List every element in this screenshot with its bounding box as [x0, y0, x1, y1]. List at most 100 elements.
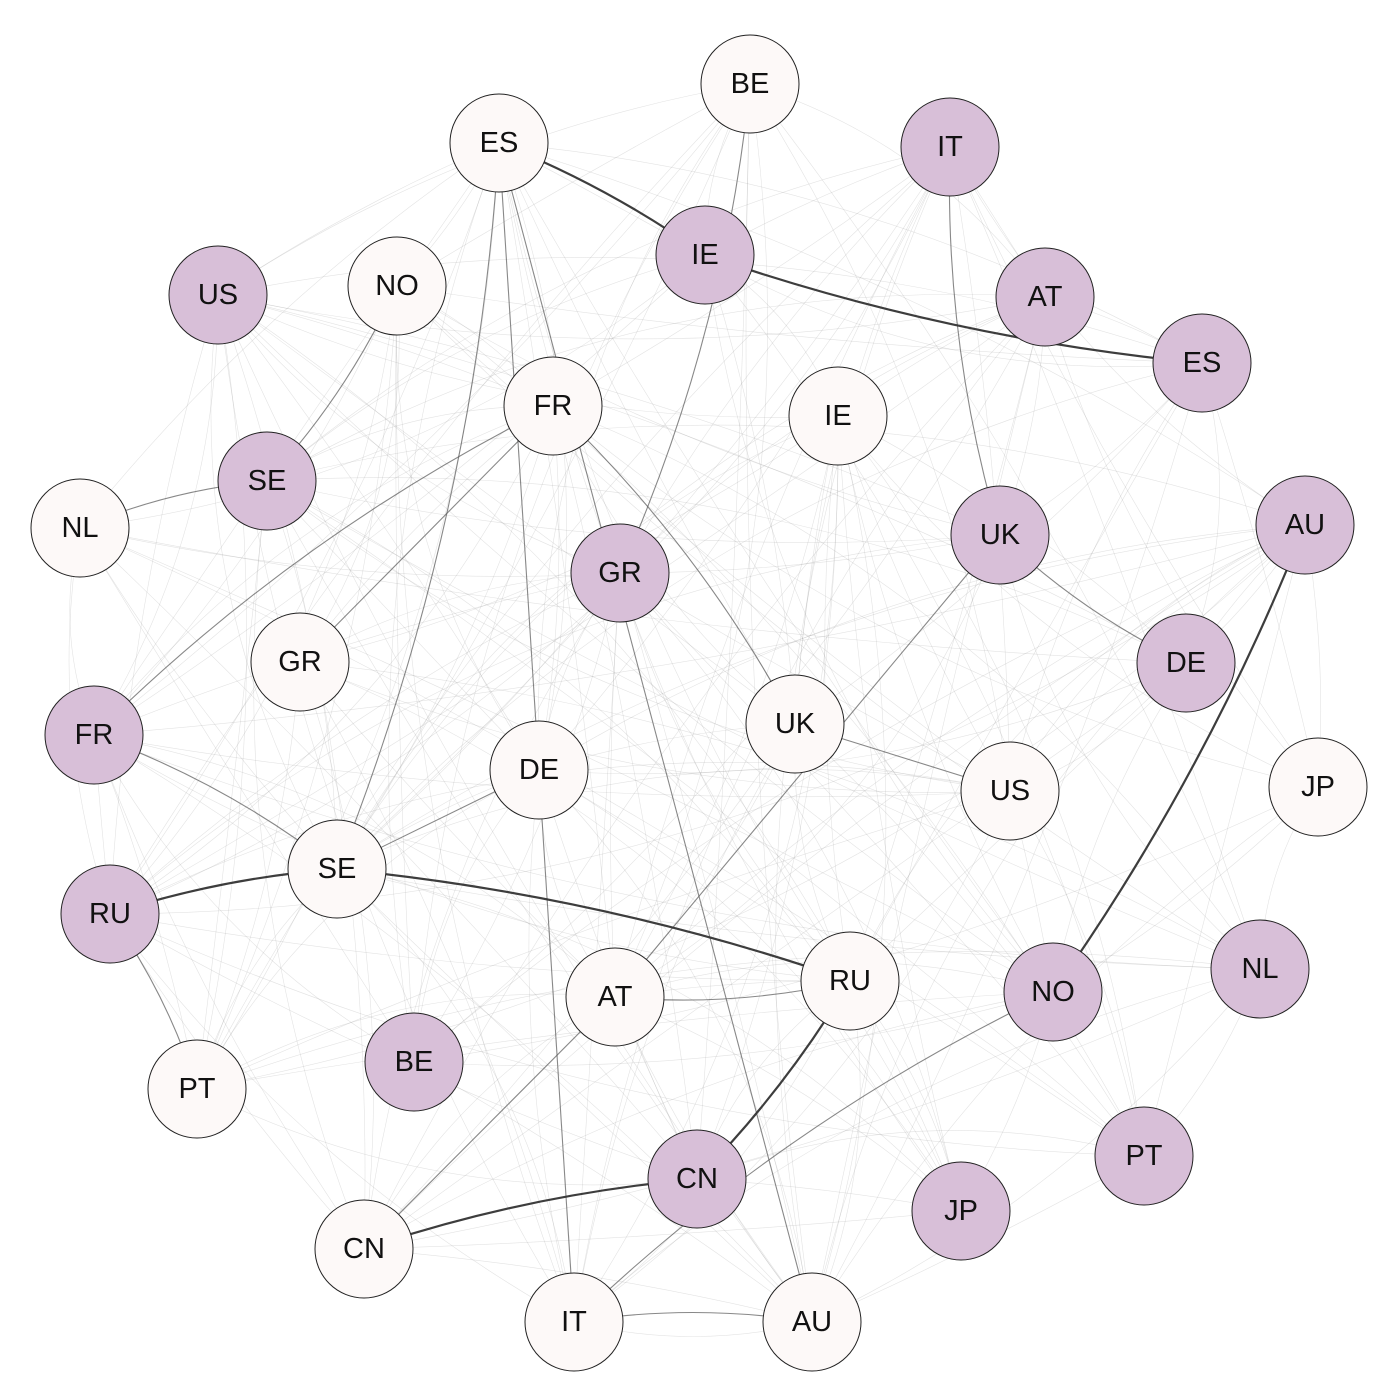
node-label: NL [1241, 953, 1278, 985]
edge [949, 146, 1319, 788]
edge [196, 480, 268, 1090]
edge [196, 951, 1261, 1090]
edge [498, 142, 1054, 993]
edge [837, 415, 1054, 993]
edge [336, 868, 575, 1323]
node-circle [647, 1129, 747, 1229]
edge [999, 534, 1261, 970]
edge [336, 868, 1261, 970]
edge [93, 142, 500, 736]
edge [396, 83, 751, 287]
node-label: AU [792, 1306, 832, 1338]
node-label: FR [75, 719, 114, 751]
node-circle [147, 1039, 247, 1139]
edge [619, 572, 851, 982]
edge [79, 254, 706, 529]
edge [299, 661, 962, 1212]
node-a-IE: IE [788, 366, 888, 466]
edge [336, 524, 1306, 870]
node-a-GR: GR [250, 612, 350, 712]
edge [363, 524, 1306, 1250]
edge [573, 968, 1261, 1323]
node-a-JP: JP [1268, 737, 1368, 837]
edge [109, 913, 851, 982]
edge [93, 83, 751, 736]
edge-mid [498, 142, 813, 1323]
node-label: AT [1028, 281, 1063, 313]
node-circle [655, 205, 755, 305]
edge [395, 285, 575, 1323]
edge [811, 296, 1046, 1323]
edge [413, 991, 1054, 1066]
edge [93, 524, 1306, 736]
edge [266, 480, 1011, 792]
edge [109, 294, 219, 915]
node-b-RU: RU [60, 864, 160, 964]
edge [217, 294, 1001, 536]
edge [395, 285, 415, 1063]
node-b-FR: FR [44, 685, 144, 785]
edge [109, 572, 621, 915]
edge-mid [619, 83, 751, 574]
edge [79, 527, 621, 577]
node-label: IE [824, 400, 851, 432]
edge [217, 294, 796, 725]
edge [837, 415, 1011, 792]
edge [413, 1061, 813, 1323]
edge [217, 294, 1187, 664]
node-a-FR: FR [503, 356, 603, 456]
node-label: JP [944, 1195, 978, 1227]
edge [196, 993, 616, 1090]
node-label: SE [248, 465, 287, 497]
edge [93, 734, 851, 982]
node-circle [347, 236, 447, 336]
node-label: US [198, 279, 238, 311]
edge [109, 913, 575, 1323]
edge [949, 146, 1261, 970]
node-a-AU: AU [762, 1272, 862, 1372]
edge [299, 661, 616, 998]
node-circle [1136, 613, 1236, 713]
edge [336, 572, 621, 870]
edge [336, 362, 1203, 870]
edge [109, 285, 398, 915]
edge [109, 913, 1145, 1157]
edge [696, 1130, 1145, 1180]
edge [837, 415, 962, 1212]
edge-mid [93, 405, 554, 736]
edge [552, 405, 1261, 970]
edge [949, 146, 1306, 526]
edge [498, 142, 796, 725]
node-label: BE [395, 1046, 434, 1078]
node-circle [762, 1272, 862, 1372]
edge [614, 534, 1001, 998]
node-circle [1210, 919, 1310, 1019]
node-b-ES: ES [1152, 313, 1252, 413]
edge [498, 142, 962, 1212]
edge [573, 790, 1011, 1323]
edge [336, 405, 554, 870]
node-b-SE: SE [217, 431, 317, 531]
edge [93, 734, 365, 1250]
node-a-ES: ES [449, 93, 549, 193]
edge [1044, 296, 1319, 788]
edge [196, 294, 247, 1090]
edge [93, 294, 219, 736]
edge [79, 142, 500, 529]
edge [363, 968, 1261, 1250]
node-circle [1003, 942, 1103, 1042]
node-label: UK [980, 519, 1021, 551]
edge [1201, 362, 1319, 788]
edge [413, 572, 621, 1063]
edge [93, 254, 706, 736]
edge [552, 405, 1319, 788]
edge [696, 415, 839, 1180]
node-label: GR [598, 557, 642, 589]
node-circle [1094, 1106, 1194, 1206]
edge [498, 142, 616, 998]
edge [849, 296, 1046, 982]
edge [93, 734, 415, 1063]
node-b-IE: IE [655, 205, 755, 305]
edge [196, 142, 500, 1090]
